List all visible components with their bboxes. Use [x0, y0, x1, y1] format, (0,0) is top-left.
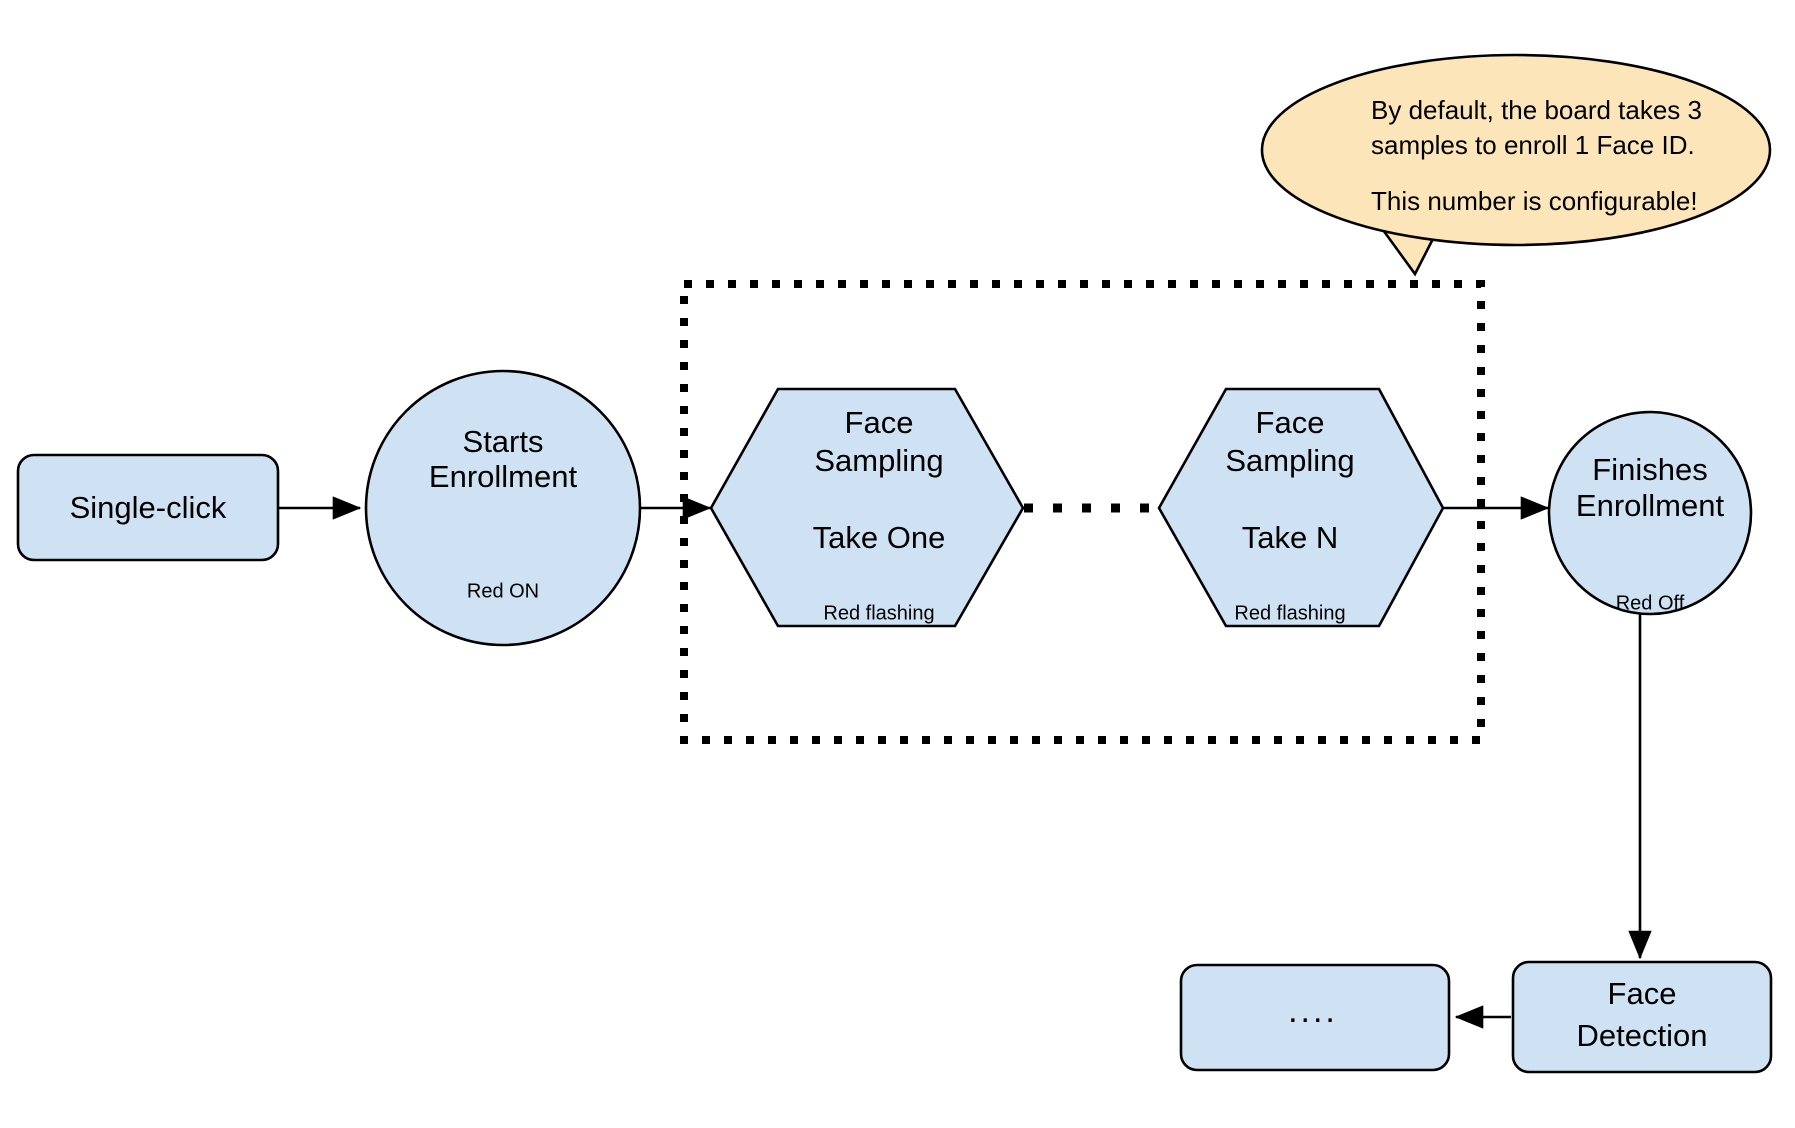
more-steps-label: ....	[1288, 992, 1338, 1030]
node-more-steps[interactable]: ....	[1179, 963, 1451, 1072]
finishes-enrollment-circle[interactable]	[1547, 410, 1753, 616]
node-single-click[interactable]: Single-click	[16, 453, 280, 562]
face-sampling-one-hexagon[interactable]	[709, 387, 1025, 628]
face-sampling-n-status: Red flashing	[1234, 602, 1345, 624]
face-sampling-n-line2: Sampling	[1225, 443, 1354, 478]
single-click-box[interactable]	[16, 453, 280, 562]
callout-line1: By default, the board takes 3	[1371, 95, 1702, 125]
finishes-enrollment-status: Red Off	[1616, 592, 1685, 614]
face-sampling-n-take: Take N	[1242, 520, 1338, 555]
node-face-sampling-one[interactable]: Face Sampling Take One Red flashing	[709, 387, 1025, 628]
sampling-loop-group	[680, 280, 1485, 744]
finishes-enrollment-line2: Enrollment	[1576, 488, 1725, 523]
face-sampling-one-line1: Face	[845, 405, 914, 440]
single-click-label: Single-click	[70, 490, 227, 525]
face-sampling-one-take: Take One	[813, 520, 946, 555]
starts-enrollment-status: Red ON	[467, 580, 539, 602]
face-detection-line1: Face	[1608, 976, 1677, 1011]
finishes-enrollment-line1: Finishes	[1592, 452, 1707, 487]
face-detection-box[interactable]	[1511, 960, 1773, 1074]
callout-line2: samples to enroll 1 Face ID.	[1371, 130, 1695, 160]
starts-enrollment-line1: Starts	[463, 424, 544, 459]
callout-line3: This number is configurable!	[1371, 186, 1698, 216]
node-finishes-enrollment[interactable]: Finishes Enrollment Red Off	[1547, 410, 1753, 616]
node-face-sampling-n[interactable]: Face Sampling Take N Red flashing	[1157, 387, 1445, 628]
callout-bubble: By default, the board takes 3 samples to…	[1260, 53, 1772, 277]
callout-ellipse	[1260, 53, 1772, 247]
more-steps-box[interactable]	[1179, 963, 1451, 1072]
face-sampling-n-line1: Face	[1256, 405, 1325, 440]
node-face-detection[interactable]: Face Detection	[1511, 960, 1773, 1074]
starts-enrollment-circle[interactable]	[364, 369, 642, 647]
face-sampling-one-line2: Sampling	[814, 443, 943, 478]
face-sampling-one-status: Red flashing	[823, 602, 934, 624]
face-sampling-n-hexagon[interactable]	[1157, 387, 1445, 628]
starts-enrollment-line2: Enrollment	[429, 459, 578, 494]
face-detection-line2: Detection	[1577, 1018, 1708, 1053]
node-starts-enrollment[interactable]: Starts Enrollment Red ON	[364, 369, 642, 647]
